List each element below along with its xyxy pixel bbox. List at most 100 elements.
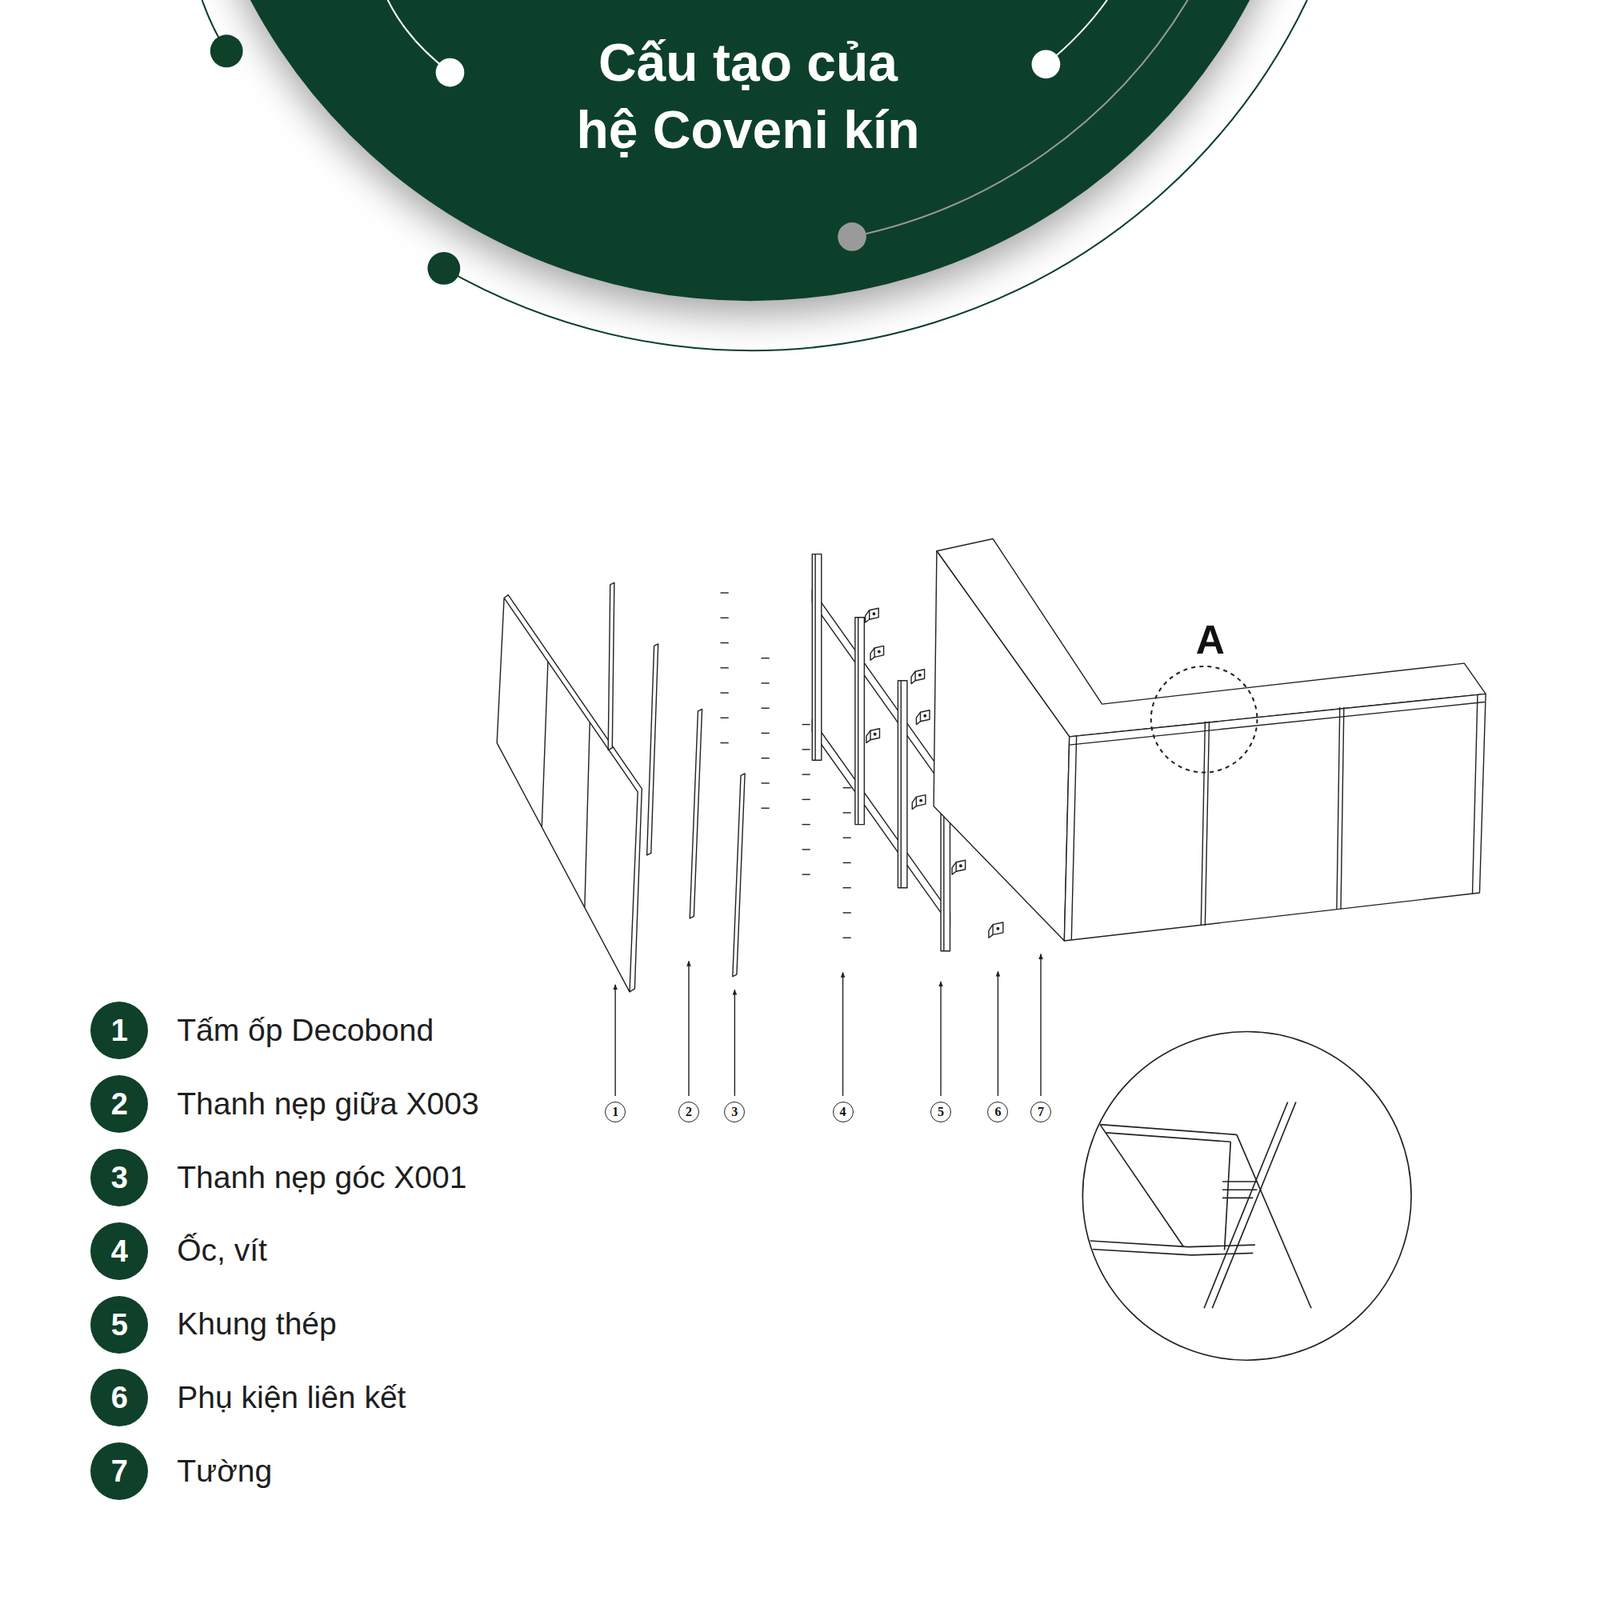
wall xyxy=(1472,695,1478,895)
steel-frame xyxy=(952,860,966,875)
screws xyxy=(761,782,770,784)
screws xyxy=(843,836,852,838)
trim-strips xyxy=(732,773,745,977)
decobond-panel xyxy=(584,722,590,908)
leader-arrows xyxy=(997,971,999,1096)
legend-number: 4 xyxy=(111,1236,128,1267)
steel-frame xyxy=(897,680,907,888)
wall xyxy=(1204,721,1209,926)
leader-arrows xyxy=(734,989,736,1096)
steel-frame xyxy=(865,608,880,623)
orbit-line xyxy=(388,0,450,72)
title: Cấu tạo của hệ Coveni kín xyxy=(572,28,924,164)
wall xyxy=(1340,707,1344,910)
legend-item: 7Tường xyxy=(90,1442,272,1500)
wall xyxy=(933,538,1486,941)
steel-frame xyxy=(812,719,950,926)
callout-number: 6 xyxy=(994,1105,1001,1119)
screws xyxy=(761,682,770,684)
trim-strips xyxy=(608,582,615,750)
legend-label: Thanh nẹp giữa X003 xyxy=(176,1085,479,1124)
orbit-dot xyxy=(436,58,465,88)
screws xyxy=(761,808,770,809)
steel-frame xyxy=(916,710,930,725)
steel-frame xyxy=(857,617,859,825)
steel-frame xyxy=(872,612,876,616)
steel-frame xyxy=(912,796,916,809)
legend-item: 5 Khung thép xyxy=(90,1296,337,1354)
steel-frame xyxy=(924,714,927,717)
screws xyxy=(843,862,852,864)
header-decoration xyxy=(184,0,1316,351)
detail-view xyxy=(1236,1134,1312,1308)
callout-circle: 3 xyxy=(724,1101,745,1123)
legend-circle: 2 xyxy=(90,1075,148,1133)
callout-number: 2 xyxy=(685,1105,692,1119)
legend-number: 1 xyxy=(111,1015,128,1046)
callout-circle: 2 xyxy=(678,1101,700,1123)
connector-brackets xyxy=(988,922,1004,938)
steel-frame xyxy=(911,669,925,684)
screws xyxy=(802,773,811,775)
screws xyxy=(720,692,729,693)
decobond-panel xyxy=(496,595,642,992)
screws xyxy=(720,667,729,668)
detail-view xyxy=(1204,1102,1288,1309)
wall xyxy=(1069,702,1485,746)
screws xyxy=(761,708,770,709)
legend-label: Phụ kiện liên kết xyxy=(176,1379,406,1417)
legend-circle: 3 xyxy=(90,1148,148,1207)
legend-circle: 5 xyxy=(90,1296,148,1354)
legend-item: 1 Tấm ốp Decobond xyxy=(90,1001,434,1060)
legend-label: Khung thép xyxy=(176,1305,337,1344)
trim-strips xyxy=(608,582,745,976)
header-circle xyxy=(184,0,1316,301)
exploded-view xyxy=(496,538,1486,992)
legend-label: Tường xyxy=(176,1452,272,1491)
steel-frame xyxy=(855,617,864,825)
detail-label: A xyxy=(1193,620,1228,660)
steel-frame xyxy=(956,860,965,872)
steel-frame xyxy=(919,673,922,676)
detail-view xyxy=(1088,1102,1312,1309)
screws xyxy=(802,724,811,725)
steel-frame xyxy=(865,610,870,623)
screws xyxy=(843,812,852,813)
leader-arrows xyxy=(940,981,941,1096)
decobond-panel xyxy=(541,661,548,828)
screws xyxy=(802,748,811,750)
orbit-dot xyxy=(427,252,460,285)
screws xyxy=(761,757,770,759)
steel-frame xyxy=(870,728,880,740)
screws xyxy=(720,592,729,593)
screws xyxy=(720,592,852,938)
drawing xyxy=(184,0,1486,1360)
connector-brackets xyxy=(988,924,993,939)
steel-frame xyxy=(870,645,884,660)
screws xyxy=(720,642,729,644)
orbit-dot xyxy=(837,222,867,252)
legend-circle: 1 xyxy=(90,1001,148,1060)
steel-frame xyxy=(812,554,821,761)
connector-brackets xyxy=(996,927,1000,930)
legend-label: Ốc, vít xyxy=(176,1232,268,1270)
leader-arrows xyxy=(615,954,1041,1096)
connector-brackets xyxy=(992,922,1004,935)
screws xyxy=(720,617,729,619)
screws xyxy=(802,824,811,825)
legend-label: Tấm ốp Decobond xyxy=(176,1012,434,1050)
steel-frame xyxy=(920,799,923,802)
callout-circle: 4 xyxy=(832,1101,854,1123)
callout-number: 3 xyxy=(731,1105,738,1119)
legend-item: 4 Ốc, vít xyxy=(90,1222,268,1280)
wall xyxy=(1336,707,1340,910)
trim-strips xyxy=(689,708,702,918)
steel-frame xyxy=(812,589,950,796)
detail-view xyxy=(1222,1180,1257,1183)
legend-number: 2 xyxy=(111,1088,128,1120)
steel-frame xyxy=(869,608,879,620)
steel-frame xyxy=(866,730,871,743)
screws xyxy=(843,912,852,913)
legend-item: 2 Thanh nẹp giữa X003 xyxy=(90,1075,479,1133)
